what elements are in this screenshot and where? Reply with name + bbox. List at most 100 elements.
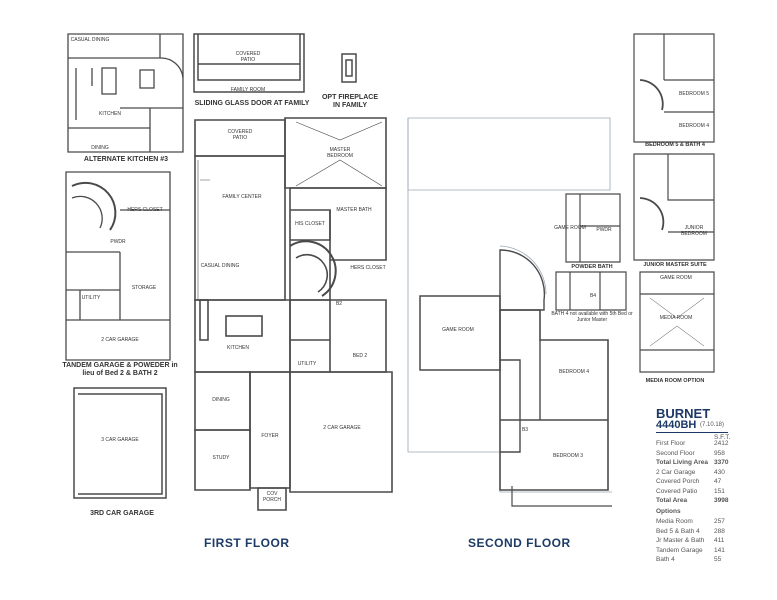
ff-study: STUDY [212, 455, 230, 461]
alt-dining-label: DINING [91, 145, 109, 151]
area-label: 2 Car Garage [656, 468, 696, 476]
media-room-plan [639, 271, 715, 373]
ff-bed2: BED 2 [352, 353, 368, 359]
sf-b3: B3 [521, 427, 529, 433]
options-title: Options [656, 508, 681, 515]
tandem-hers-label: HERS CLOSET [127, 207, 163, 213]
sf-game-room: GAME ROOM [442, 327, 474, 333]
option-row: Media Room 257 [656, 518, 725, 525]
area-row: Covered Patio 151 [656, 487, 725, 495]
opt-game-room-pwdr: GAME ROOM [554, 225, 586, 231]
plan-date: (7.10.18) [700, 422, 725, 428]
ff-master-bedroom: MASTER BEDROOM [327, 147, 353, 159]
bath4-caption: BATH 4 not available with 5th Bed or Jun… [551, 311, 633, 323]
ff-b2: B2 [335, 301, 343, 307]
ff-foyer: FOYER [261, 433, 279, 439]
option-row: Bath 4 55 [656, 556, 721, 563]
area-label: Covered Patio [656, 487, 698, 495]
sqft-header: S.F.T. [714, 434, 731, 441]
option-row: Jr Master & Bath 411 [656, 537, 724, 544]
ff-his-closet: HIS CLOSET [295, 221, 325, 227]
ff-master-bath: MASTER BATH [336, 207, 372, 213]
tandem-garage-label: 2 CAR GARAGE [101, 337, 139, 343]
area-value: 958 [714, 449, 725, 457]
option-value: 257 [714, 518, 725, 525]
plan-divider [656, 432, 728, 433]
option-label: Tandem Garage [656, 546, 703, 554]
ff-dining: DINING [212, 397, 230, 403]
option-row: Tandem Garage 141 [656, 546, 725, 554]
area-value: 3370 [714, 459, 729, 466]
area-row: Covered Porch 47 [656, 478, 721, 485]
opt-jr-bedroom: JUNIOR BEDROOM [681, 225, 707, 237]
area-value: 2412 [714, 440, 729, 447]
option-row: Bed 5 & Bath 4 288 [656, 527, 725, 535]
slide-family-label: FAMILY ROOM [230, 87, 266, 93]
option-value: 411 [714, 537, 725, 544]
ff-covered-patio: COVERED PATIO [227, 129, 253, 141]
bed5-bath4-caption: BEDROOM 5 & BATH 4 [645, 142, 705, 148]
junior-master-plan [633, 153, 715, 261]
option-label: Bed 5 & Bath 4 [656, 527, 700, 535]
area-label: Total Area [656, 497, 688, 504]
tandem-utility-label: UTILITY [81, 295, 101, 301]
bed5-bath4-plan [633, 33, 715, 143]
ff-utility: UTILITY [297, 361, 317, 367]
slide-patio-label: COVERED PATIO [235, 51, 261, 63]
area-row: 2 Car Garage 430 [656, 468, 725, 476]
option-label: Bath 4 [656, 556, 675, 563]
third-garage-plan [73, 387, 167, 499]
alt-kitchen-room-label: KITCHEN [99, 111, 121, 117]
first-floor-title: FIRST FLOOR [204, 536, 290, 550]
area-label: Second Floor [656, 449, 695, 457]
area-row: Total Living Area 3370 [656, 459, 728, 466]
area-value: 47 [714, 478, 722, 485]
jr-master-caption: JUNIOR MASTER SUITE [643, 262, 707, 268]
option-value: 55 [714, 556, 722, 563]
area-value: 430 [714, 468, 725, 476]
first-floor-plan [194, 117, 393, 511]
opt-b4: B4 [589, 293, 597, 299]
third-garage-room-label: 3 CAR GARAGE [101, 437, 139, 443]
powder-bath-caption: POWDER BATH [571, 264, 613, 270]
ff-hers-closet: HERS CLOSET [350, 265, 386, 271]
opt-pwdr: PWDR [596, 227, 612, 233]
opt-media-room: MEDIA ROOM [659, 315, 693, 321]
alternate-kitchen-plan [67, 33, 184, 153]
sf-bedroom3: BEDROOM 3 [552, 453, 583, 459]
area-label: Covered Porch [656, 478, 700, 485]
option-label: Media Room [656, 518, 693, 525]
area-value: 3998 [714, 497, 729, 504]
sliding-door-caption: SLIDING GLASS DOOR AT FAMILY [194, 100, 310, 107]
ff-kitchen: KITCHEN [227, 345, 249, 351]
area-label: Total Living Area [656, 459, 709, 466]
ff-family-center: FAMILY CENTER [222, 194, 262, 200]
opt-fireplace-caption: OPT FIREPLACE IN FAMILY [321, 94, 378, 110]
fireplace-plan [341, 53, 357, 83]
tandem-pwdr-label: PWDR [110, 239, 126, 245]
ff-casual-dining: CASUAL DINING [200, 263, 240, 269]
area-row: Second Floor 958 [656, 449, 725, 457]
tandem-storage-label: STORAGE [131, 285, 157, 291]
option-value: 288 [714, 527, 725, 535]
third-garage-caption: 3RD CAR GARAGE [90, 510, 154, 517]
ff-garage: 2 CAR GARAGE [323, 425, 361, 431]
ff-cov-porch: COV PORCH [262, 491, 282, 503]
area-value: 151 [714, 487, 725, 495]
plan-code: 4440BH [656, 419, 697, 431]
area-label: First Floor [656, 440, 686, 447]
opt-bedroom5: BEDROOM 5 [678, 91, 709, 97]
area-row: Total Area 3998 [656, 497, 728, 504]
option-label: Jr Master & Bath [656, 537, 705, 544]
powder-bath-plan [565, 193, 621, 263]
sliding-door-plan [193, 33, 305, 93]
alt-kitchen-caption: ALTERNATE KITCHEN #3 [83, 156, 169, 163]
alt-casual-dining-label: CASUAL DINING [70, 37, 110, 43]
tandem-garage-plan [65, 171, 171, 361]
option-value: 141 [714, 546, 725, 554]
second-floor-plan [407, 117, 612, 507]
opt-game-room: GAME ROOM [660, 275, 692, 281]
bath4-plan [555, 271, 627, 311]
